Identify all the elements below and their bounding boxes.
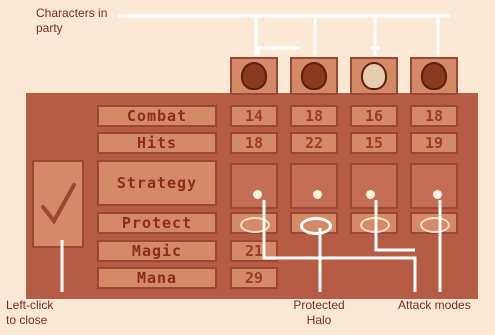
attack-mode-icon	[433, 190, 442, 199]
character-portrait-icon	[421, 62, 447, 90]
attack-mode-icon	[313, 190, 322, 199]
row-label-strategy: Strategy	[97, 160, 217, 206]
callout-protected-halo: Protected Halo	[284, 298, 354, 328]
checkmark-icon	[41, 183, 76, 225]
hits-value-3: 15	[350, 132, 398, 154]
callout-left-click-line2: to close	[6, 313, 48, 327]
character-portrait-icon	[241, 62, 267, 90]
protect-toggle-4[interactable]	[410, 212, 458, 234]
callout-left-click-line1: Left-click	[6, 298, 54, 312]
strategy-button-1[interactable]	[230, 163, 278, 209]
character-portrait-icon	[301, 62, 327, 90]
callout-characters-line1: Characters in	[36, 6, 108, 20]
character-portrait-4[interactable]	[410, 57, 458, 95]
callout-characters-in-party: Characters in party	[36, 6, 107, 36]
row-label-combat: Combat	[97, 105, 217, 127]
hits-value-4: 19	[410, 132, 458, 154]
callout-protected-line1: Protected	[293, 298, 345, 312]
character-portrait-3[interactable]	[350, 57, 398, 95]
callout-attack-modes: Attack modes	[398, 298, 471, 313]
row-label-hits: Hits	[97, 132, 217, 154]
attack-mode-icon	[253, 190, 262, 199]
protect-toggle-2[interactable]	[290, 212, 338, 235]
strategy-button-4[interactable]	[410, 163, 458, 209]
combat-value-4: 18	[410, 105, 458, 127]
callout-attack-modes-text: Attack modes	[398, 298, 471, 312]
combat-value-1: 14	[230, 105, 278, 127]
strategy-button-3[interactable]	[350, 163, 398, 209]
combat-value-2: 18	[290, 105, 338, 127]
mana-value-1: 29	[230, 267, 278, 289]
combat-value-3: 16	[350, 105, 398, 127]
halo-icon	[240, 217, 270, 233]
row-label-protect: Protect	[97, 212, 217, 234]
row-label-magic: Magic	[97, 240, 217, 262]
callout-left-click-to-close: Left-click to close	[6, 298, 53, 328]
character-portrait-2[interactable]	[290, 57, 338, 95]
character-portrait-1[interactable]	[230, 57, 278, 95]
hits-value-2: 22	[290, 132, 338, 154]
row-label-mana: Mana	[97, 267, 217, 289]
callout-protected-line2: Halo	[306, 313, 332, 327]
callout-characters-line2: party	[36, 21, 63, 35]
protect-toggle-1[interactable]	[230, 212, 278, 234]
halo-icon	[420, 217, 450, 233]
character-portrait-icon	[361, 62, 387, 90]
attack-mode-icon	[366, 190, 375, 199]
hits-value-1: 18	[230, 132, 278, 154]
strategy-button-2[interactable]	[290, 163, 338, 209]
halo-icon	[300, 217, 332, 235]
close-button[interactable]	[32, 160, 84, 248]
